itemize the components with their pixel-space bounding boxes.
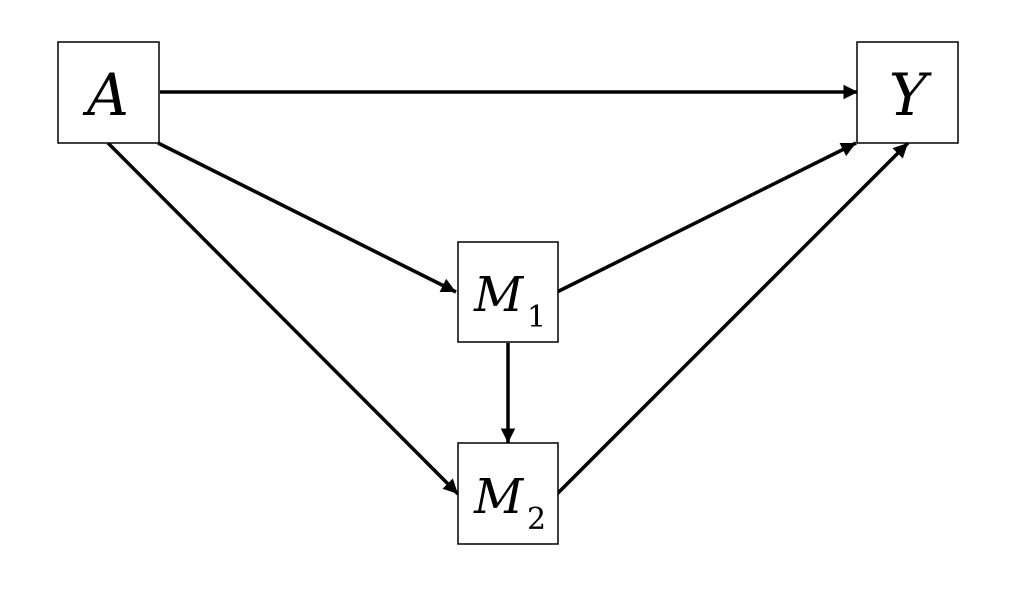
node-m2: M 2 xyxy=(457,442,559,545)
edge-a-to-m1 xyxy=(157,141,457,294)
node-y-label: Y xyxy=(889,61,932,129)
node-m1-box xyxy=(457,241,559,343)
node-m1: M 1 xyxy=(457,241,559,343)
edge-a-to-m2 xyxy=(106,141,460,496)
node-y: Y xyxy=(856,41,959,144)
node-a-box xyxy=(57,41,160,144)
edge-m2-to-y xyxy=(555,141,910,496)
node-m2-subscript: 2 xyxy=(527,502,546,537)
node-m1-label: M xyxy=(473,267,525,323)
node-a: A xyxy=(57,41,160,144)
node-m2-label: M xyxy=(473,469,525,525)
node-m2-box xyxy=(457,442,559,545)
edge-m1-to-y xyxy=(556,141,857,294)
node-a-label: A xyxy=(82,61,129,129)
edges-group xyxy=(106,84,910,496)
node-m1-subscript: 1 xyxy=(527,300,546,335)
node-y-box xyxy=(856,41,959,144)
